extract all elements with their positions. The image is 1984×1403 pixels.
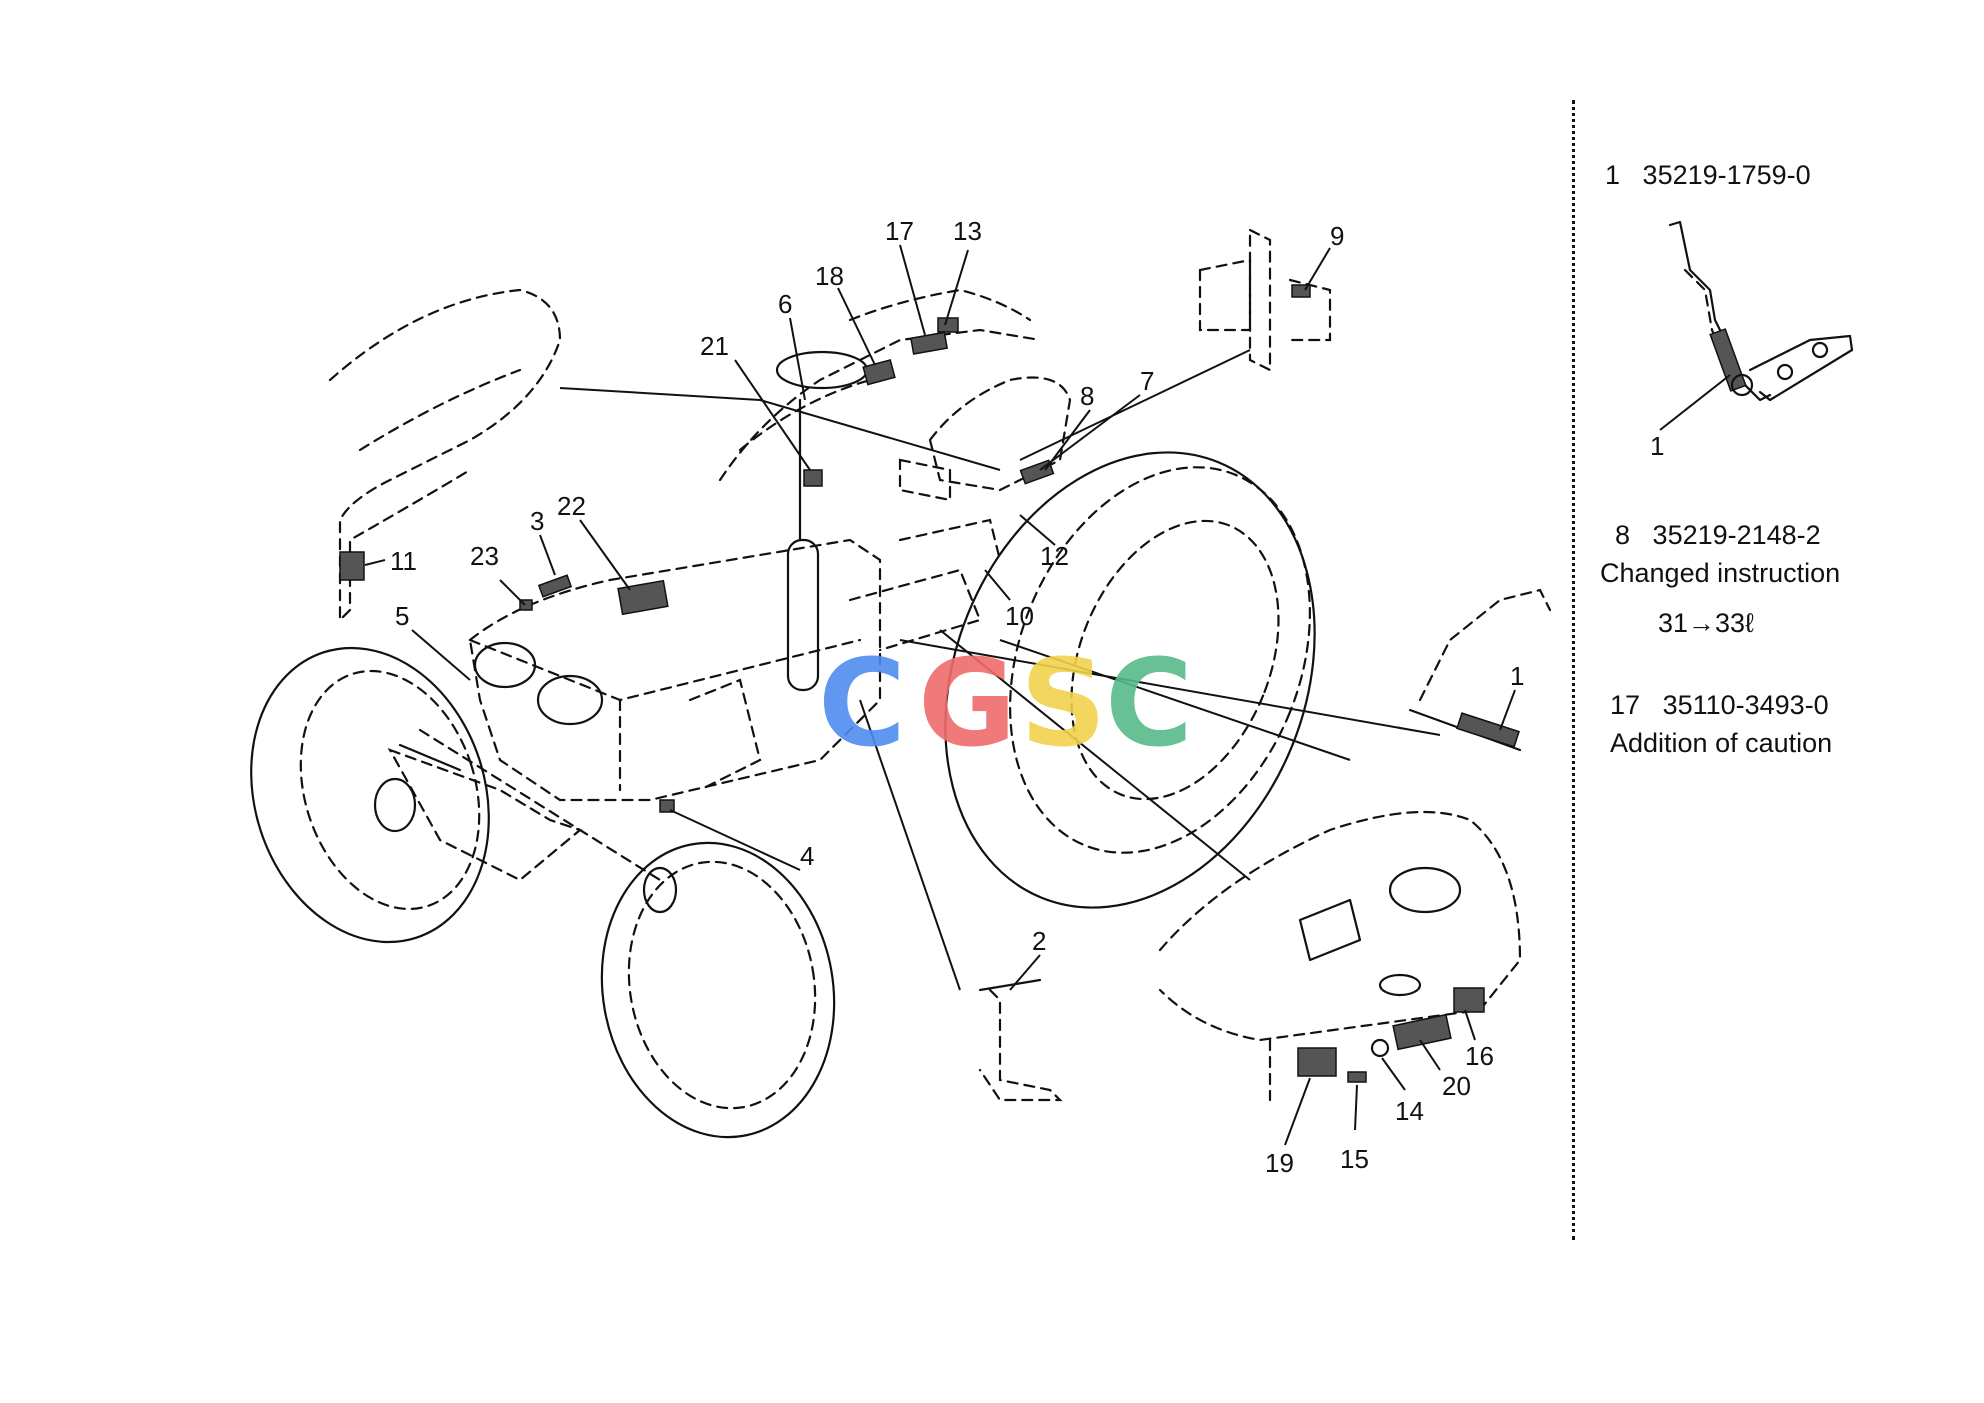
note-1-part-no: 35219-1759-0 (1642, 160, 1811, 190)
decal-19 (1297, 1047, 1337, 1077)
note-17-header: 17 35110-3493-0 (1610, 692, 1829, 719)
callout-9: 9 (1330, 221, 1344, 251)
engine-side (659, 518, 1002, 813)
note-8-line-1: Changed instruction (1600, 558, 1841, 588)
note-17-line-1: Addition of caution (1610, 728, 1833, 758)
note-17-number: 17 (1610, 690, 1641, 720)
callout-2: 2 (1032, 926, 1046, 956)
detail-1-lever (1408, 588, 1552, 752)
callout-18: 18 (815, 261, 844, 291)
callout-17: 17 (885, 216, 914, 246)
decal-23 (519, 599, 533, 611)
callout-16: 16 (1465, 1041, 1494, 1071)
decal-3 (537, 574, 573, 598)
callout-5: 5 (395, 601, 409, 631)
front-wheel-left (250, 646, 490, 944)
front-bonnet-detail (1158, 810, 1522, 1102)
callout-23: 23 (470, 541, 499, 571)
callout-3: 3 (530, 506, 544, 536)
decal-18 (862, 359, 896, 386)
callout-11: 11 (390, 546, 417, 576)
watermark-letter: S (1020, 635, 1106, 774)
rear-fender-left (328, 288, 562, 623)
detail-9-bracket (1198, 228, 1332, 372)
callout-8: 8 (1080, 381, 1094, 411)
callout-14: 14 (1395, 1096, 1424, 1126)
front-axle (387, 728, 662, 882)
callout-7: 7 (1140, 366, 1154, 396)
decal-15 (1347, 1071, 1367, 1083)
decal-4 (659, 799, 675, 813)
note-8-number: 8 (1615, 520, 1631, 550)
callout-19: 19 (1265, 1148, 1294, 1178)
watermark: C G S C (818, 635, 1193, 774)
decal-21 (803, 469, 823, 487)
callout-21: 21 (700, 331, 729, 361)
callout-12: 12 (1040, 541, 1069, 571)
rear-wheel-right (944, 451, 1316, 909)
watermark-letter: C (818, 635, 906, 774)
callout-15: 15 (1340, 1144, 1369, 1174)
leader-lines (559, 349, 1441, 991)
exhaust-muffler (786, 538, 820, 692)
decal-16 (1453, 987, 1485, 1013)
note-8-part-no: 35219-2148-2 (1652, 520, 1821, 550)
note-8-line-2: 31→33ℓ (1658, 608, 1754, 638)
knob-14 (1370, 1038, 1390, 1058)
callout-4: 4 (800, 841, 814, 871)
operator-area (718, 288, 1042, 692)
callout-6: 6 (778, 289, 792, 319)
note-1-number: 1 (1605, 160, 1621, 190)
decal-22 (617, 579, 669, 616)
decal-13 (937, 317, 959, 333)
watermark-letter: G (918, 635, 1017, 774)
seat (898, 376, 1072, 502)
callout-numbers: 1 2 3 4 5 6 7 8 9 10 11 12 13 14 15 16 1… (390, 216, 1524, 1178)
label-decal-11 (339, 551, 365, 581)
detail-2-bracket (978, 978, 1063, 1102)
decal-17 (910, 331, 949, 355)
callout-13: 13 (953, 216, 982, 246)
note-1-header: 1 35219-1759-0 (1605, 162, 1811, 189)
decal-20 (1392, 1013, 1452, 1051)
callout-22: 22 (557, 491, 586, 521)
note-1-detail-callout: 1 (1650, 431, 1664, 461)
callout-leaders (364, 244, 1516, 1146)
watermark-letter: C (1105, 635, 1193, 774)
callout-10: 10 (1005, 601, 1034, 631)
note-17-part-no: 35110-3493-0 (1662, 690, 1829, 720)
callout-1: 1 (1510, 661, 1524, 691)
note-1-detail-drawing: 1 (1650, 220, 1854, 461)
note-8-header: 8 35219-2148-2 (1615, 522, 1821, 549)
front-wheel-right (600, 841, 836, 1139)
notes-divider (1572, 100, 1575, 1240)
callout-20: 20 (1442, 1071, 1471, 1101)
